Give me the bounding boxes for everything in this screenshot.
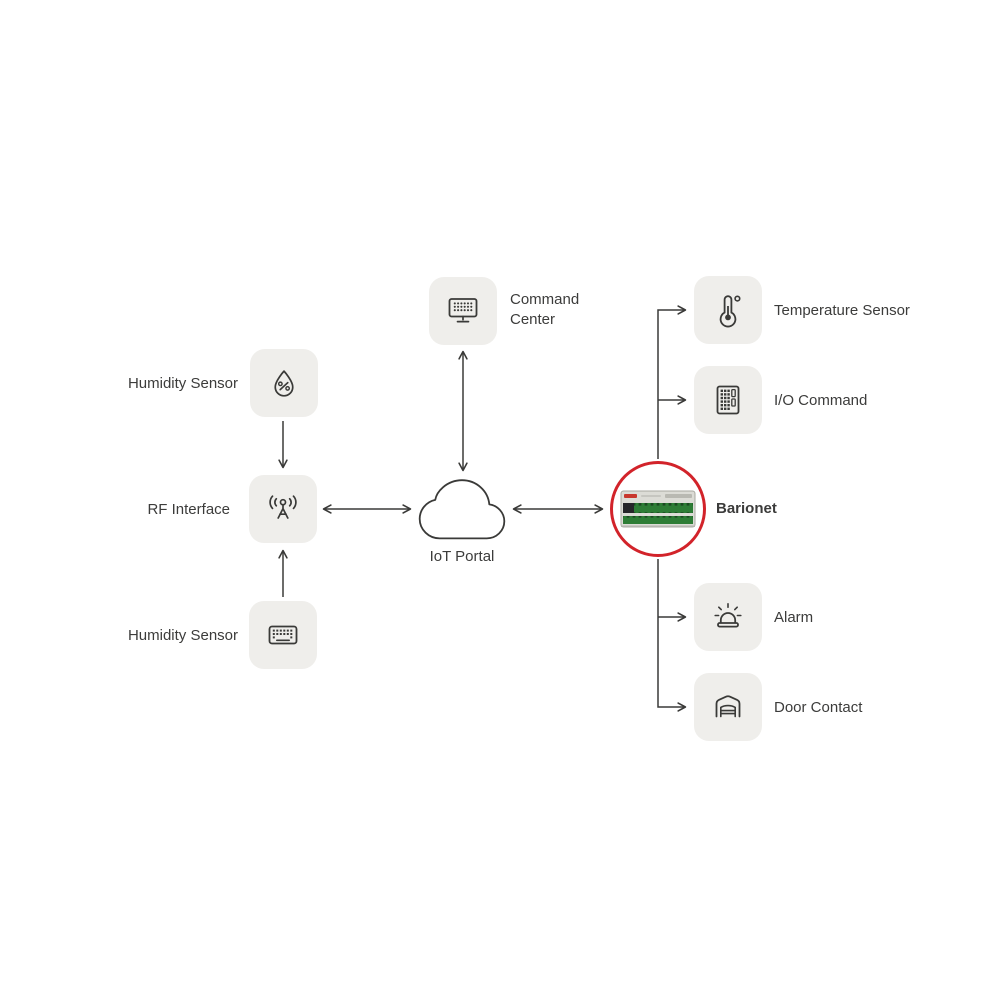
node-io-command <box>694 366 762 434</box>
monitor-dashboard-icon <box>448 298 478 323</box>
keypad-icon <box>716 385 740 415</box>
label-barionet: Barionet <box>716 500 777 517</box>
node-door-contact <box>694 673 762 741</box>
node-alarm <box>694 583 762 651</box>
node-rf-interface <box>249 475 317 543</box>
antenna-icon <box>269 495 297 519</box>
arrow-barionet-door <box>657 559 687 712</box>
barionet-device-image <box>620 490 696 528</box>
node-barionet <box>610 461 706 557</box>
cloud-icon <box>418 479 506 540</box>
node-command-center <box>429 277 497 345</box>
label-temperature-sensor: Temperature Sensor <box>774 302 910 319</box>
label-command-center: Command Center <box>510 291 580 328</box>
label-humidity-sensor-bottom: Humidity Sensor <box>127 627 238 644</box>
arrow-barionet-temperature <box>657 305 687 459</box>
node-temperature-sensor <box>694 276 762 344</box>
node-humidity-sensor-bottom <box>249 601 317 669</box>
label-alarm: Alarm <box>774 609 814 626</box>
siren-icon <box>714 603 742 628</box>
label-door-contact: Door Contact <box>774 699 863 716</box>
thermometer-icon <box>719 295 741 328</box>
label-humidity-sensor-top: Humidity Sensor <box>127 375 238 392</box>
garage-door-icon <box>715 695 741 718</box>
label-iot-portal: IoT Portal <box>429 548 495 565</box>
label-io-command: I/O Command <box>774 392 868 409</box>
droplet-percent-icon <box>274 370 294 397</box>
node-humidity-sensor-top <box>250 349 318 417</box>
label-rf-interface: RF Interface <box>147 501 230 518</box>
keyboard-icon <box>268 625 298 645</box>
